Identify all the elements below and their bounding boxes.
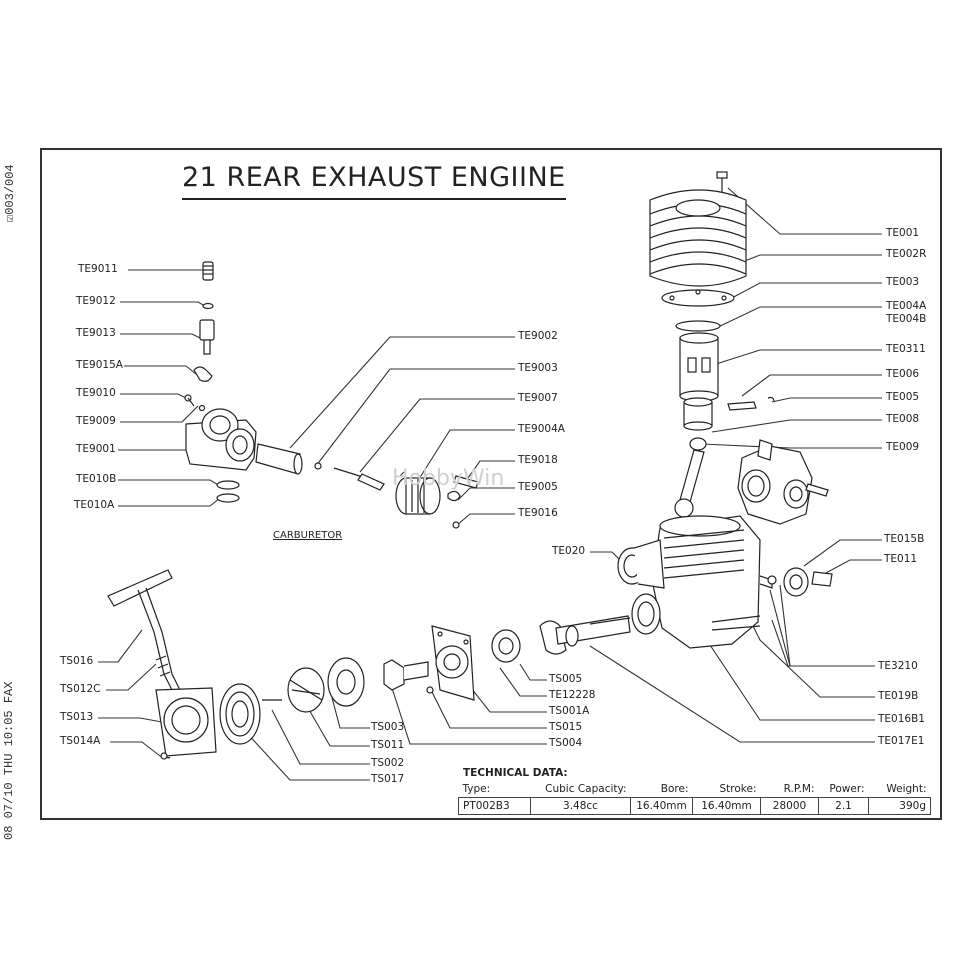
- table-header-cell: Stroke:: [692, 781, 761, 798]
- part-label: TE9016: [518, 507, 558, 519]
- part-label: TS016: [60, 655, 94, 667]
- part-label: TE12228: [549, 689, 596, 701]
- section-label-carburetor: CARBURETOR: [273, 530, 343, 541]
- part-label: TE016B1: [878, 713, 925, 725]
- table-cell: 3.48cc: [530, 797, 631, 815]
- part-label: TE020: [552, 545, 586, 557]
- part-label: TE9018: [518, 454, 558, 466]
- part-label: TE010B: [76, 473, 117, 485]
- part-label: TE9011: [78, 263, 118, 275]
- part-label: TE003: [886, 276, 920, 288]
- part-label: TE9007: [518, 392, 558, 404]
- part-label: TE9002: [518, 330, 558, 342]
- table-cell: 2.1: [818, 797, 869, 815]
- part-label: TE9013: [76, 327, 116, 339]
- part-label: TS015: [549, 721, 583, 733]
- part-label: TE011: [884, 553, 918, 565]
- title-underline: [182, 198, 566, 200]
- part-label: TS011: [371, 739, 405, 751]
- watermark: HobbyWin: [392, 466, 505, 491]
- table-cell: 28000: [760, 797, 819, 815]
- part-label: TS013: [60, 711, 94, 723]
- table-header-cell: Type:: [458, 781, 531, 798]
- table-header-cell: Bore:: [630, 781, 693, 798]
- part-label: TE005: [886, 391, 920, 403]
- part-label: TE015B: [884, 533, 925, 545]
- part-label: TE9009: [76, 415, 116, 427]
- table-cell: 16.40mm: [630, 797, 693, 815]
- part-label: TE008: [886, 413, 920, 425]
- technical-data-header-row: Type: Cubic Capacity: Bore: Stroke: R.P.…: [458, 781, 931, 798]
- table-header-cell: Weight:: [868, 781, 931, 798]
- table-cell: 16.40mm: [692, 797, 761, 815]
- part-label: TE9012: [76, 295, 116, 307]
- part-label: TE019B: [878, 690, 919, 702]
- part-label: TE002R: [886, 248, 927, 260]
- part-label: TS017: [371, 773, 405, 785]
- part-label: TE0311: [886, 343, 926, 355]
- part-label: TE010A: [74, 499, 115, 511]
- part-label: TS004: [549, 737, 583, 749]
- part-label: TE9010: [76, 387, 116, 399]
- part-label: TE004A: [886, 300, 927, 312]
- part-label: TE004B: [886, 313, 927, 325]
- part-label: TE009: [886, 441, 920, 453]
- table-header-cell: Cubic Capacity:: [530, 781, 631, 798]
- table-header-cell: Power:: [818, 781, 869, 798]
- part-label: TE9015A: [76, 359, 123, 371]
- part-label: TS001A: [549, 705, 590, 717]
- diagram-title: 21 REAR EXHAUST ENGIINE: [182, 162, 566, 193]
- part-label: TS012C: [60, 683, 101, 695]
- table-cell: 390g: [868, 797, 931, 815]
- part-label: TE9003: [518, 362, 558, 374]
- part-label: TE9005: [518, 481, 558, 493]
- part-label: TE006: [886, 368, 920, 380]
- table-header-cell: R.P.M:: [760, 781, 819, 798]
- diagram-frame: [40, 148, 942, 820]
- part-label: TE001: [886, 227, 920, 239]
- part-label: TS005: [549, 673, 583, 685]
- part-label: TS003: [371, 721, 405, 733]
- table-cell: PT002B3: [458, 797, 531, 815]
- part-label: TS014A: [60, 735, 101, 747]
- technical-data-table: Type: Cubic Capacity: Bore: Stroke: R.P.…: [458, 781, 931, 815]
- part-label: TE3210: [878, 660, 918, 672]
- technical-data-title: TECHNICAL DATA:: [463, 767, 568, 779]
- part-label: TE9004A: [518, 423, 565, 435]
- part-label: TS002: [371, 757, 405, 769]
- part-label: TE017E1: [878, 735, 925, 747]
- part-label: TE9001: [76, 443, 116, 455]
- technical-data-row: PT002B3 3.48cc 16.40mm 16.40mm 28000 2.1…: [458, 797, 931, 815]
